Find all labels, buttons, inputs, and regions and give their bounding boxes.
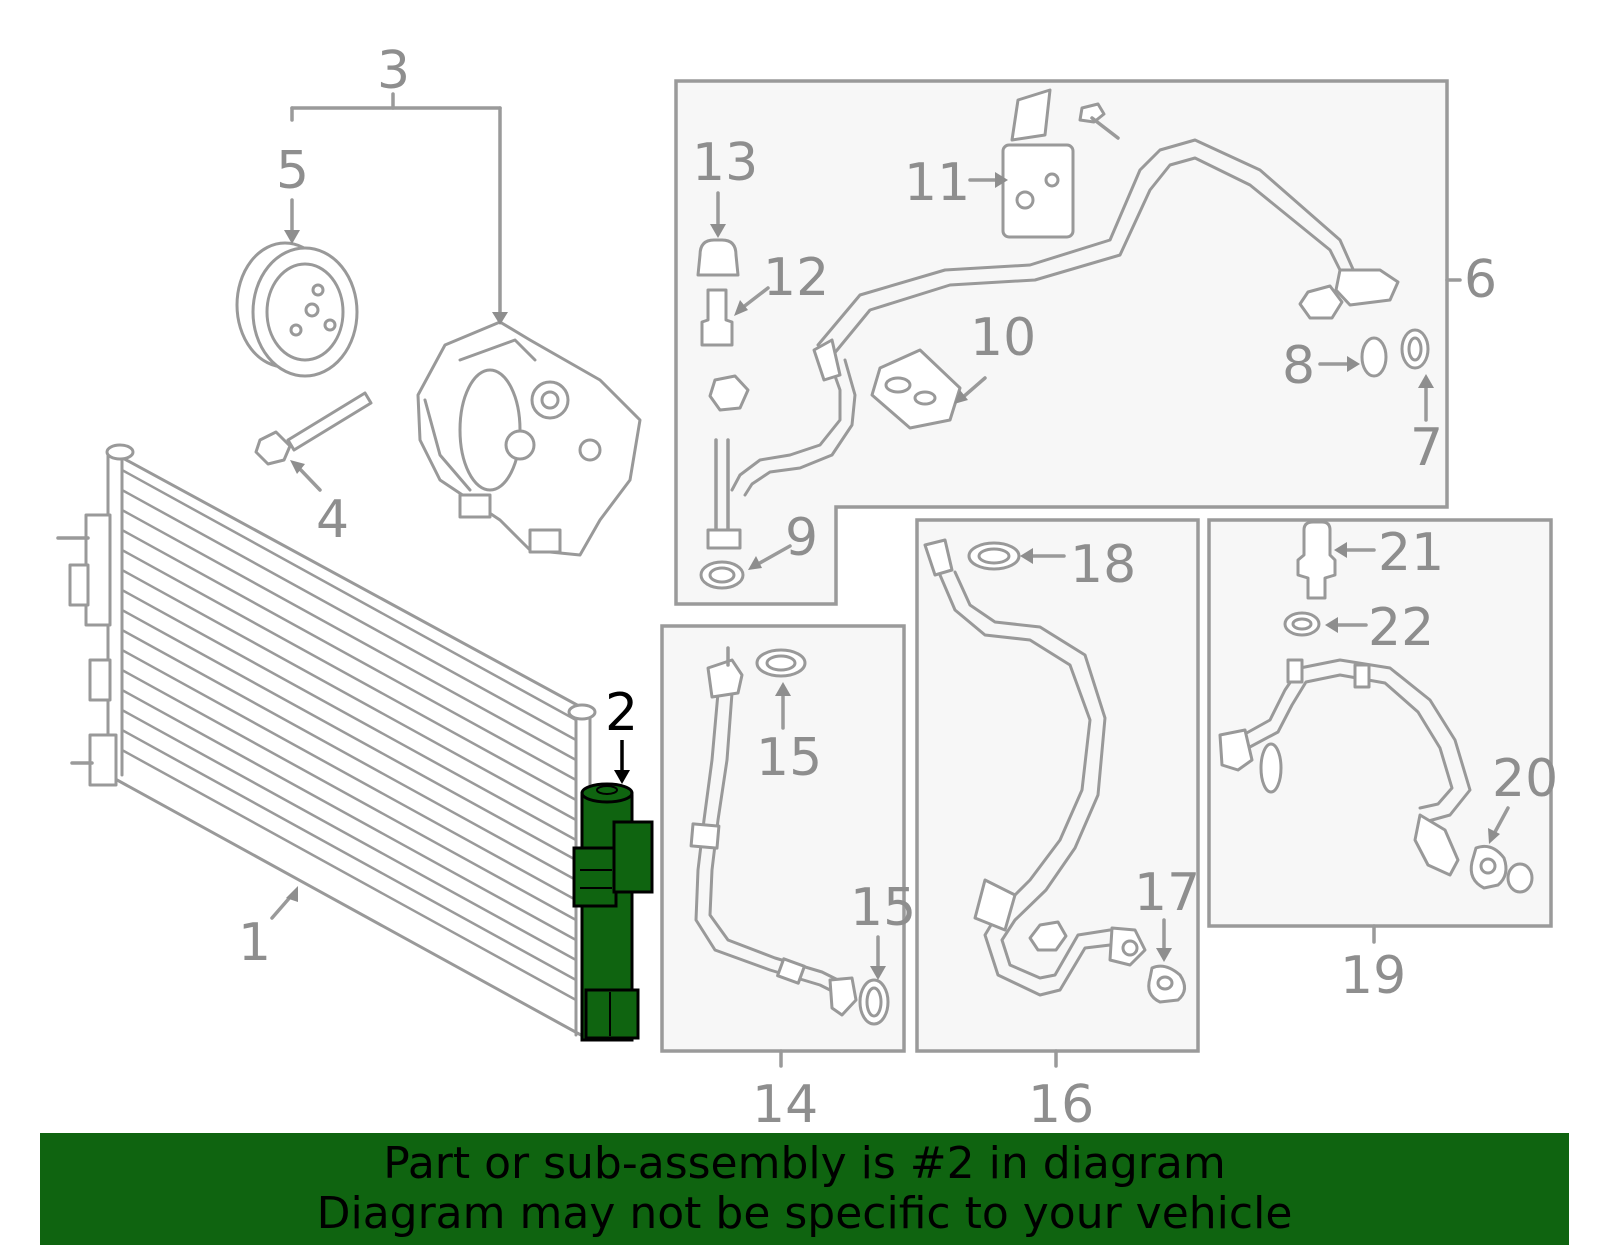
oring-8 <box>1360 336 1388 378</box>
oring-15b <box>858 978 890 1026</box>
pressure-sensor-21 <box>1296 520 1337 600</box>
oring-19a <box>1259 742 1283 794</box>
callout-2: 2 <box>605 683 638 743</box>
charge-valve <box>700 288 734 347</box>
liquid-line-14 <box>689 646 858 1017</box>
oring-22 <box>1283 611 1321 637</box>
group-box-6 <box>674 79 1449 606</box>
callout-14: 14 <box>752 1075 818 1135</box>
oring-9-inner <box>708 566 736 584</box>
suction-line-19 <box>1218 658 1472 877</box>
callout-15b: 15 <box>850 878 916 938</box>
compressor <box>416 320 642 557</box>
callout-6: 6 <box>1464 250 1497 310</box>
callout-8: 8 <box>1282 336 1315 396</box>
callout-20: 20 <box>1492 749 1558 809</box>
banner-line-2: Diagram may not be specific to your vehi… <box>316 1188 1293 1239</box>
callout-4: 4 <box>316 490 349 550</box>
callout-21: 21 <box>1378 523 1444 583</box>
callout-13: 13 <box>692 133 758 193</box>
gasket-17 <box>1147 964 1186 1004</box>
callout-18: 18 <box>1070 535 1136 595</box>
callout-1: 1 <box>238 913 271 973</box>
oring-15a <box>755 648 807 678</box>
callout-5: 5 <box>276 141 309 201</box>
callout-10: 10 <box>970 308 1036 368</box>
receiver-drier-highlighted <box>572 782 654 1042</box>
callout-15a: 15 <box>756 728 822 788</box>
callout-16: 16 <box>1028 1075 1094 1135</box>
valve-cap <box>696 238 740 277</box>
hose-assembly-16 <box>923 538 1147 997</box>
callout-numbers: 1 2 3 4 5 6 7 8 9 10 11 12 13 14 15 15 1… <box>238 41 1558 1135</box>
banner-line-1: Part or sub-assembly is #2 in diagram <box>383 1138 1226 1189</box>
discharge-line-assembly <box>706 88 1400 550</box>
callout-7: 7 <box>1410 418 1443 478</box>
clutch-pulley <box>235 241 359 378</box>
oring-20b <box>1506 862 1534 894</box>
hex-nut-6b <box>1298 284 1344 320</box>
gasket-20 <box>1469 844 1508 890</box>
callout-11: 11 <box>904 153 970 213</box>
callout-12: 12 <box>763 248 829 308</box>
callout-3: 3 <box>377 41 410 101</box>
info-banner: Part or sub-assembly is #2 in diagram Di… <box>40 1133 1569 1245</box>
oring-7 <box>1400 328 1430 370</box>
callout-9: 9 <box>785 508 818 568</box>
callout-17: 17 <box>1134 863 1200 923</box>
leader-lines <box>270 92 1510 1068</box>
callout-22: 22 <box>1368 598 1434 658</box>
callout-19: 19 <box>1340 946 1406 1006</box>
hex-nut-6a <box>708 374 750 412</box>
oring-18 <box>967 541 1021 571</box>
bolt <box>254 391 373 466</box>
condenser <box>56 443 597 1042</box>
oring-9 <box>699 560 745 590</box>
